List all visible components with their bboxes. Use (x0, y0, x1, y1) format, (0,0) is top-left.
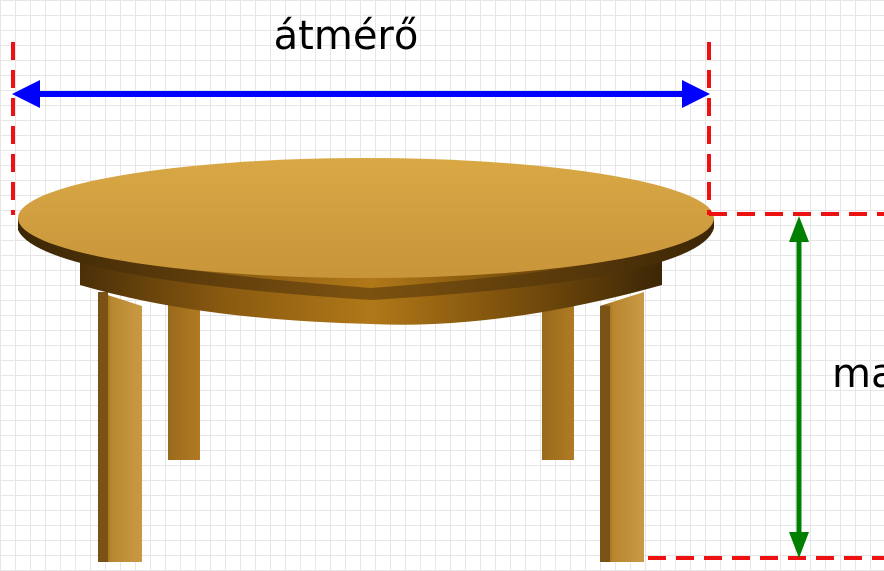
table-leg-front-right-shade (600, 306, 610, 562)
table-top (18, 158, 714, 278)
guide-lines (11, 42, 884, 560)
diameter-arrowhead-left (12, 80, 40, 108)
table-leg-front-left-shade (98, 292, 108, 562)
table-leg-front-left (98, 292, 142, 562)
diameter-label: átmérő (274, 13, 419, 59)
height-arrowhead-top (789, 216, 809, 242)
table-top-rim (18, 218, 714, 300)
diameter-arrow (12, 80, 710, 108)
round-table (18, 158, 714, 562)
height-arrow (789, 216, 809, 558)
table-leg-front-right (600, 292, 644, 562)
table-leg-back-right (542, 300, 574, 460)
table-leg-back-left (168, 300, 200, 460)
diameter-arrowhead-right (682, 80, 710, 108)
height-label: ma (832, 351, 884, 397)
height-arrowhead-bottom (789, 532, 809, 558)
